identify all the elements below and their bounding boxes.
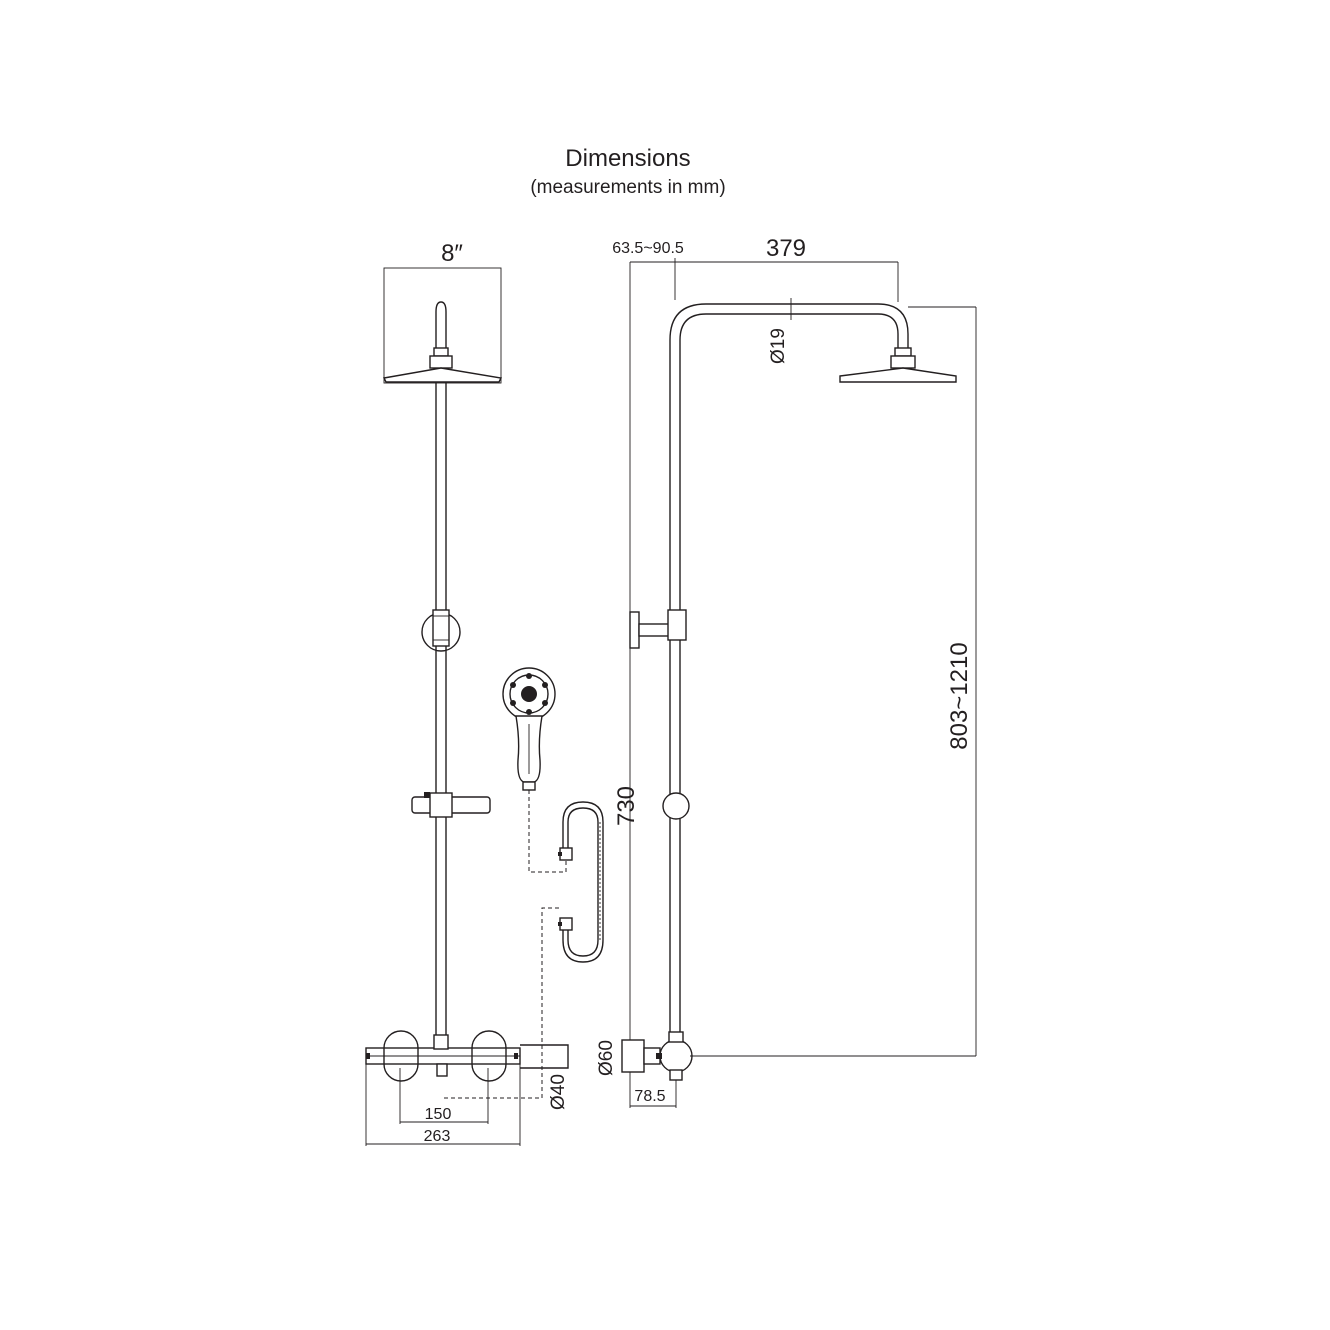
side-slide-holder bbox=[662, 792, 690, 820]
front-view: 8″ bbox=[365, 240, 569, 1146]
inlet-diameter-label: Ø40 bbox=[548, 1074, 569, 1110]
slide-holder-clamp bbox=[429, 792, 453, 818]
head-arm bbox=[435, 301, 447, 348]
valve-bottom-outlet bbox=[436, 1063, 448, 1077]
flange-diameter-label: Ø60 bbox=[596, 1040, 617, 1076]
valve-inlet-body bbox=[520, 1044, 569, 1069]
arm-reach-label: 379 bbox=[766, 235, 806, 262]
page-title: Dimensions bbox=[565, 145, 690, 172]
rain-shower-head bbox=[382, 367, 503, 383]
head-size-label: 8″ bbox=[441, 240, 463, 267]
valve-width-label: 263 bbox=[424, 1128, 451, 1145]
wall-offset-label: 63.5~90.5 bbox=[612, 240, 684, 257]
side-wall-flange bbox=[621, 1039, 645, 1073]
side-wall-plate bbox=[629, 611, 640, 649]
side-bracket-arm bbox=[638, 623, 670, 637]
handle-connector bbox=[522, 781, 536, 791]
overhead-arm-inner bbox=[679, 313, 899, 348]
hose-connection-lower bbox=[444, 907, 560, 1099]
wall-bracket-clamp bbox=[432, 609, 450, 647]
rail-height-label: 730 bbox=[613, 786, 640, 826]
side-ball-joint bbox=[890, 355, 916, 369]
head-size-box bbox=[383, 267, 502, 384]
side-valve-top bbox=[668, 1031, 684, 1043]
side-valve-body bbox=[659, 1039, 693, 1073]
hose-connection-upper bbox=[528, 790, 567, 873]
overhead-arm-outer bbox=[669, 303, 909, 348]
head-connector bbox=[433, 347, 449, 357]
temperature-handle bbox=[383, 1030, 419, 1049]
side-head-connector bbox=[894, 347, 912, 357]
side-rain-head bbox=[839, 367, 957, 383]
head-ball-joint bbox=[429, 355, 453, 369]
flow-handle bbox=[471, 1030, 507, 1049]
side-valve-bottom bbox=[669, 1069, 683, 1081]
valve-centers-label: 150 bbox=[425, 1106, 452, 1123]
flexible-hose bbox=[562, 801, 604, 963]
pipe-diameter-label: Ø19 bbox=[768, 328, 789, 364]
flange-depth-label: 78.5 bbox=[634, 1088, 665, 1105]
height-range-label: 803~1210 bbox=[946, 642, 973, 749]
side-bracket-clamp bbox=[667, 609, 687, 641]
hand-shower-group bbox=[502, 667, 604, 963]
valve-outlet bbox=[433, 1034, 449, 1050]
page-subtitle: (measurements in mm) bbox=[530, 177, 725, 198]
side-view: 63.5~90.5 379 Ø19 803~1210 730 Ø60 78.5 bbox=[596, 235, 977, 1108]
